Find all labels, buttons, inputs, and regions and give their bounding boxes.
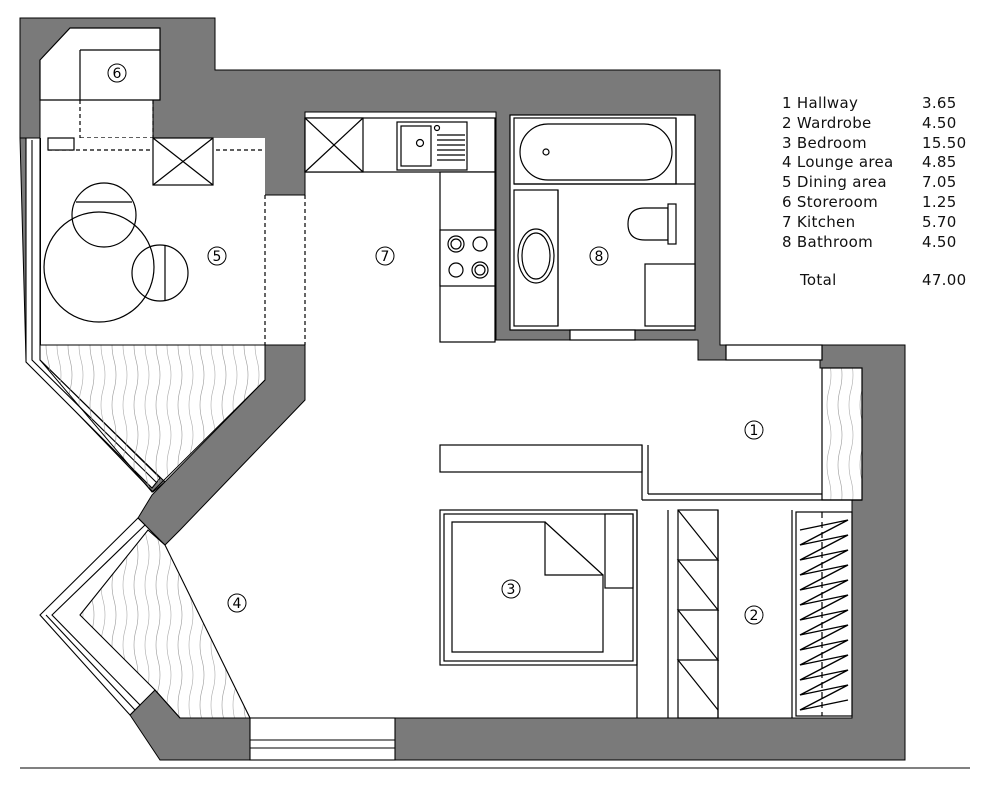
total-area: 47.00 (922, 271, 967, 290)
room-marker-3: 3 (501, 579, 521, 599)
svg-text:7: 7 (381, 249, 390, 265)
stove (439, 229, 496, 287)
svg-text:5: 5 (213, 249, 222, 265)
room-marker-6: 6 (107, 63, 127, 83)
kitchen (304, 117, 496, 343)
toilet (627, 207, 669, 241)
dining-chair-top (71, 182, 137, 248)
total-label: Total (800, 271, 837, 290)
dining-area (39, 137, 306, 345)
bath-door (569, 329, 636, 341)
dining-table (43, 211, 155, 323)
storeroom (39, 27, 161, 139)
bath-cabinet (644, 263, 696, 327)
bedside (604, 513, 634, 589)
window-lounge (39, 517, 146, 716)
bathroom (509, 114, 696, 341)
svg-text:3: 3 (507, 582, 516, 598)
legend-total: Total 47.00 (782, 270, 982, 290)
room-marker-8: 8 (589, 246, 609, 266)
svg-text:6: 6 (113, 66, 122, 82)
lounge-area (39, 517, 251, 719)
room-marker-2: 2 (744, 605, 764, 625)
wardrobe (676, 509, 853, 719)
hallway (641, 344, 863, 501)
svg-text:4: 4 (233, 596, 242, 612)
svg-text:1: 1 (750, 423, 759, 439)
bedroom (439, 444, 669, 718)
room-markers: 6 5 7 8 1 3 2 4 (107, 63, 764, 625)
storeroom-shelf (39, 27, 161, 101)
room-marker-1: 1 (744, 420, 764, 440)
room-marker-5: 5 (207, 246, 227, 266)
bedroom-partition (439, 444, 643, 473)
svg-text:8: 8 (595, 249, 604, 265)
svg-text:2: 2 (750, 608, 759, 624)
dining-chair-right (131, 244, 189, 302)
hallway-bench (821, 367, 863, 501)
wood-floor-upper (39, 344, 266, 493)
room-marker-7: 7 (375, 246, 395, 266)
window-bottom (249, 717, 396, 761)
room-marker-4: 4 (227, 593, 247, 613)
radiator (47, 137, 75, 151)
hallway-door (725, 344, 823, 361)
